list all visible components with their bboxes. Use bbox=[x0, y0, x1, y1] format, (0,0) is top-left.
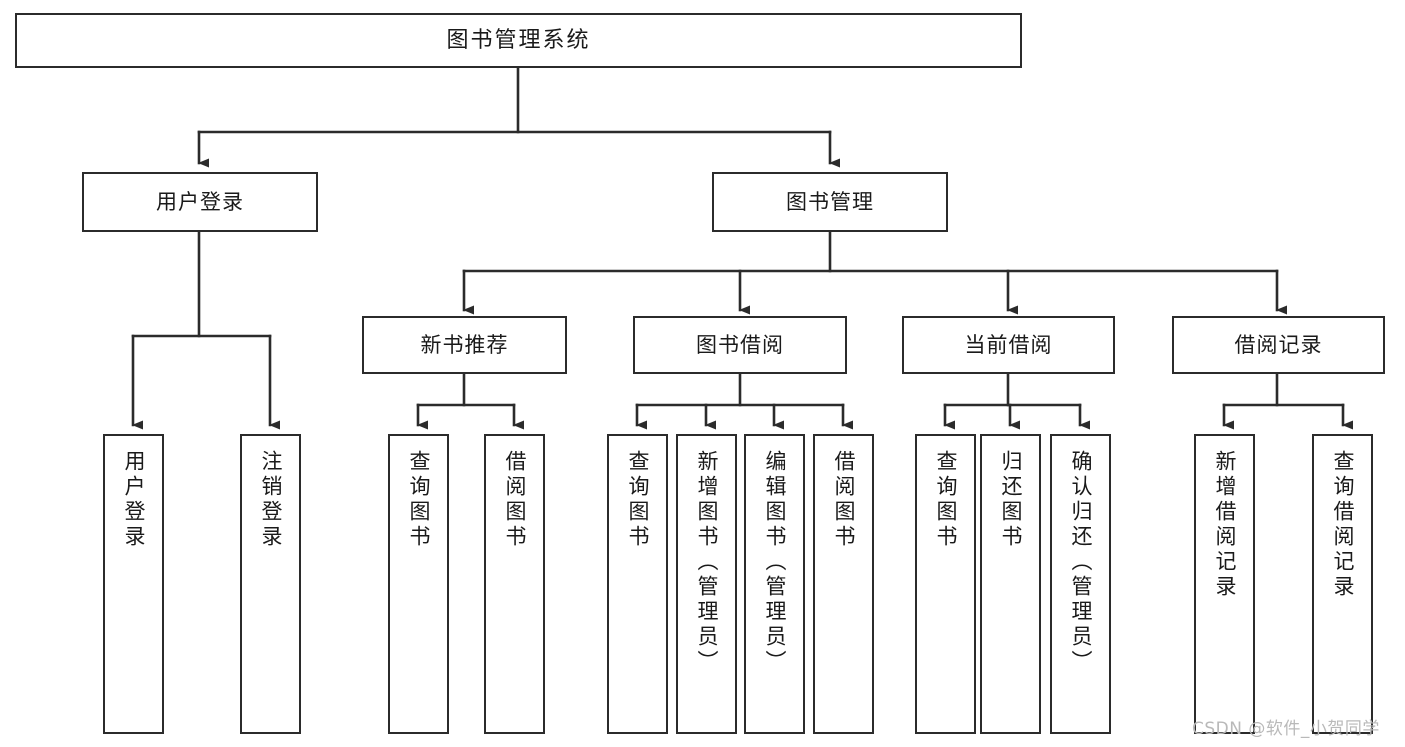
node-label: 借阅图书 bbox=[832, 450, 856, 550]
node-label: 归还图书 bbox=[999, 450, 1023, 550]
leaf-logout[interactable]: 注销登录 bbox=[240, 434, 301, 734]
node-new-book-recommend[interactable]: 新书推荐 bbox=[362, 316, 567, 374]
node-label: 查询借阅记录 bbox=[1331, 450, 1355, 600]
node-label: 用户登录 bbox=[122, 450, 146, 550]
leaf-user-login[interactable]: 用户登录 bbox=[103, 434, 164, 734]
leaf-add-book[interactable]: 新增图书（管理员） bbox=[676, 434, 737, 734]
leaf-borrow-book[interactable]: 借阅图书 bbox=[813, 434, 874, 734]
leaf-query-book-current[interactable]: 查询图书 bbox=[915, 434, 976, 734]
node-label: 编辑图书（管理员） bbox=[763, 450, 787, 675]
node-label: 借阅图书 bbox=[503, 450, 527, 550]
leaf-query-book-recommend[interactable]: 查询图书 bbox=[388, 434, 449, 734]
node-label: 借阅记录 bbox=[1234, 332, 1323, 357]
node-label: 图书管理系统 bbox=[446, 27, 591, 53]
node-label: 查询图书 bbox=[934, 450, 958, 550]
csdn-watermark: CSDN @软件_小贺同学 bbox=[1192, 719, 1380, 739]
leaf-add-borrow-record[interactable]: 新增借阅记录 bbox=[1194, 434, 1255, 734]
leaf-confirm-return[interactable]: 确认归还（管理员） bbox=[1050, 434, 1111, 734]
node-label: 新书推荐 bbox=[420, 332, 509, 357]
node-label: 新增借阅记录 bbox=[1213, 450, 1237, 600]
node-current-borrow[interactable]: 当前借阅 bbox=[902, 316, 1115, 374]
node-borrow-record[interactable]: 借阅记录 bbox=[1172, 316, 1385, 374]
node-label: 新增图书（管理员） bbox=[695, 450, 719, 675]
leaf-query-book-borrow[interactable]: 查询图书 bbox=[607, 434, 668, 734]
node-root-book-management-system[interactable]: 图书管理系统 bbox=[15, 13, 1022, 68]
leaf-edit-book[interactable]: 编辑图书（管理员） bbox=[744, 434, 805, 734]
node-label: 确认归还（管理员） bbox=[1069, 450, 1093, 675]
node-book-borrow[interactable]: 图书借阅 bbox=[633, 316, 847, 374]
node-book-manage[interactable]: 图书管理 bbox=[712, 172, 948, 232]
node-label: 图书管理 bbox=[786, 189, 874, 214]
node-label: 查询图书 bbox=[407, 450, 431, 550]
leaf-return-book[interactable]: 归还图书 bbox=[980, 434, 1041, 734]
node-label: 查询图书 bbox=[626, 450, 650, 550]
node-label: 注销登录 bbox=[259, 450, 283, 550]
node-user-login[interactable]: 用户登录 bbox=[82, 172, 318, 232]
leaf-borrow-book-recommend[interactable]: 借阅图书 bbox=[484, 434, 545, 734]
node-label: 用户登录 bbox=[156, 189, 244, 214]
node-label: 图书借阅 bbox=[696, 332, 784, 357]
leaf-query-borrow-record[interactable]: 查询借阅记录 bbox=[1312, 434, 1373, 734]
node-label: 当前借阅 bbox=[964, 332, 1053, 357]
